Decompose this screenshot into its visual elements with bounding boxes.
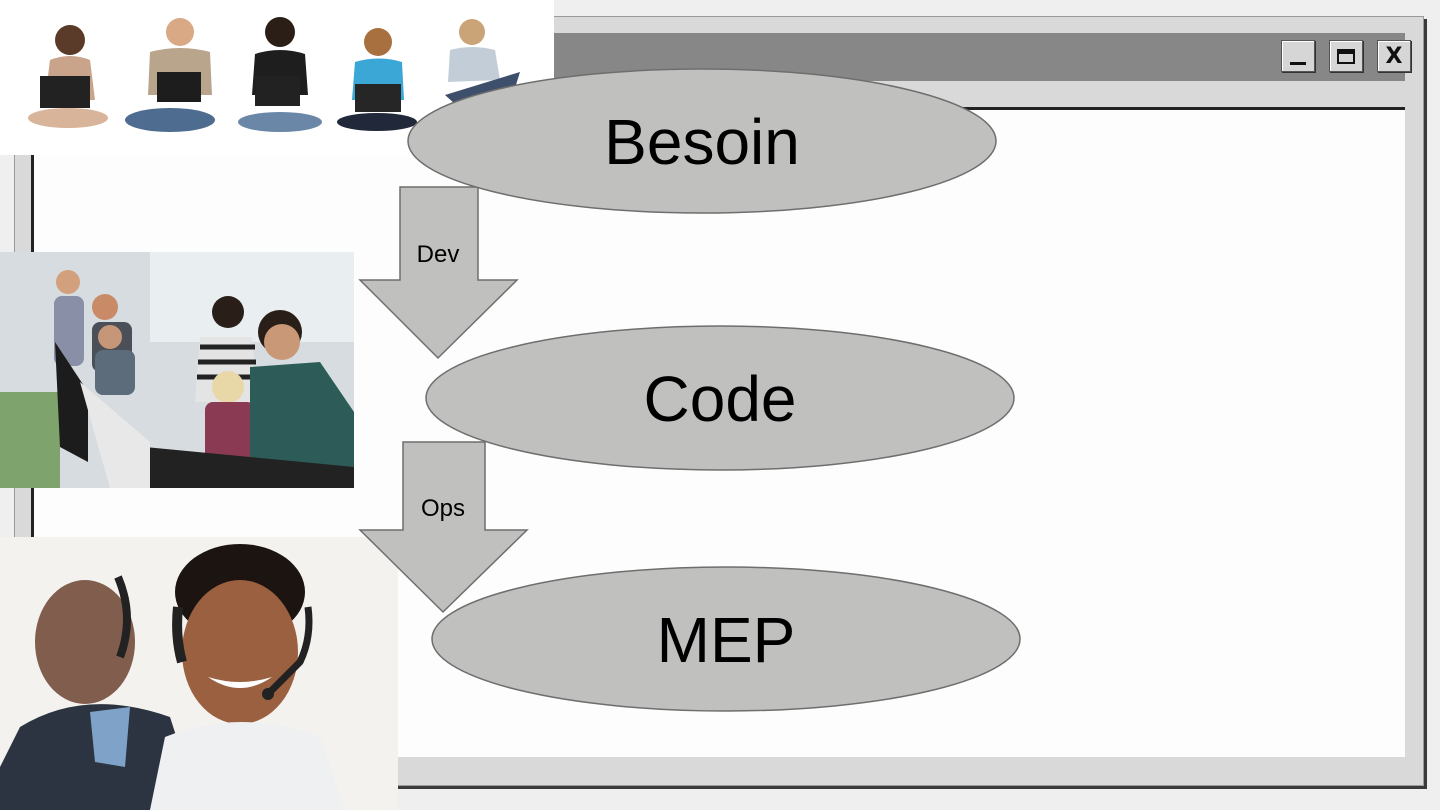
operator-figure <box>150 544 345 810</box>
node-code-shape <box>425 325 1015 471</box>
node-mep-label: MEP <box>657 604 796 676</box>
maximize-icon <box>1337 48 1355 64</box>
minimize-button[interactable] <box>1281 40 1315 72</box>
student-figure <box>125 18 215 132</box>
arrow-ops-label: Ops <box>421 495 465 522</box>
node-besoin-shape <box>407 68 997 214</box>
maximize-button[interactable] <box>1329 40 1363 72</box>
close-button[interactable]: X <box>1377 40 1411 72</box>
monitor <box>55 342 354 488</box>
support-operators-photo <box>0 537 398 810</box>
person-figure <box>250 310 354 488</box>
node-mep: MEP <box>431 566 1021 712</box>
student-figure <box>28 25 108 128</box>
node-code: Code <box>425 325 1015 471</box>
developer-team-photo <box>0 252 354 488</box>
arrow-ops-shape <box>358 441 529 614</box>
student-figure <box>337 28 417 131</box>
arrow-dev-label: Dev <box>417 241 460 268</box>
node-besoin-label: Besoin <box>604 106 800 178</box>
node-mep-shape <box>431 566 1021 712</box>
minimize-icon <box>1290 61 1306 65</box>
person-figure <box>54 270 84 366</box>
node-code-label: Code <box>644 363 797 435</box>
student-figure <box>238 17 322 132</box>
close-icon: X <box>1385 43 1403 69</box>
student-figure <box>445 19 520 104</box>
arrow-dev: Dev <box>358 186 519 360</box>
arrow-dev-shape <box>358 186 519 360</box>
operator-figure <box>0 575 200 810</box>
person-figure <box>205 371 255 462</box>
arrow-ops: Ops <box>358 441 529 614</box>
node-besoin: Besoin <box>407 68 997 214</box>
person-figure <box>95 325 135 395</box>
